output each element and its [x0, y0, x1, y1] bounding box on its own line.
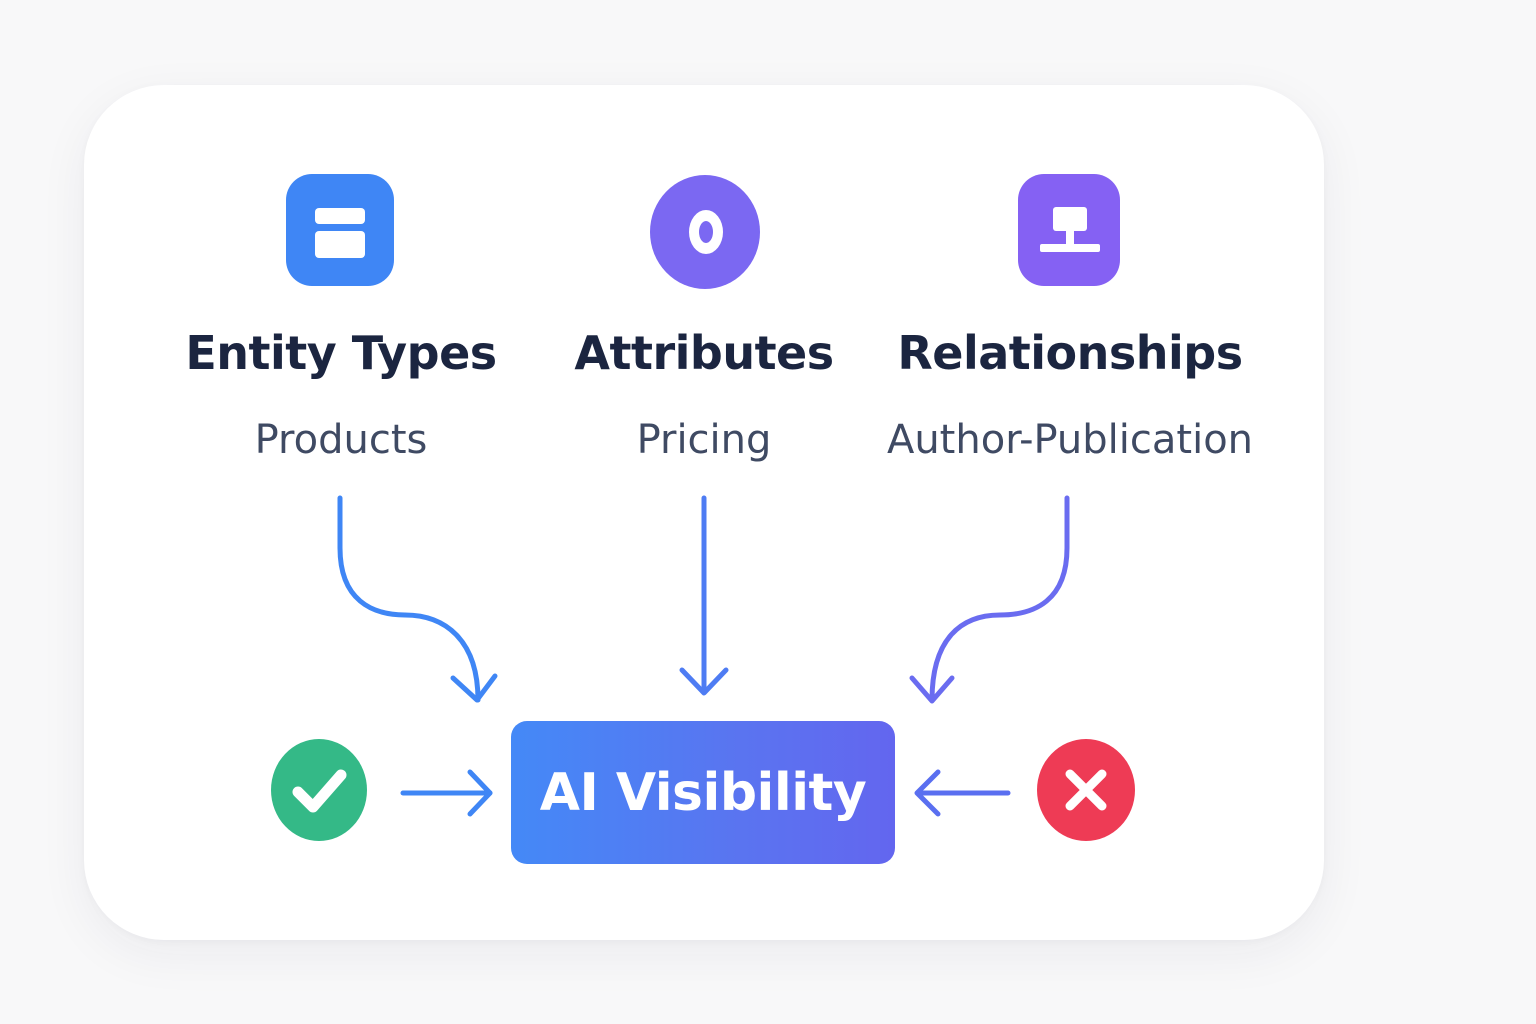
x-icon — [1037, 739, 1135, 841]
entity-types-example: Products — [254, 417, 428, 463]
network-node-icon — [1018, 174, 1120, 286]
ring-icon — [650, 175, 760, 289]
attributes-example: Pricing — [636, 417, 772, 463]
layout-window-icon — [286, 174, 394, 286]
relationships-example: Author-Publication — [886, 417, 1254, 463]
attributes-title: Attributes — [574, 326, 834, 380]
ai-visibility-box: AI Visibility — [511, 721, 895, 864]
check-icon — [271, 739, 367, 841]
entity-types-title: Entity Types — [185, 326, 497, 380]
relationships-title: Relationships — [897, 326, 1243, 380]
ai-visibility-label: AI Visibility — [539, 762, 867, 823]
